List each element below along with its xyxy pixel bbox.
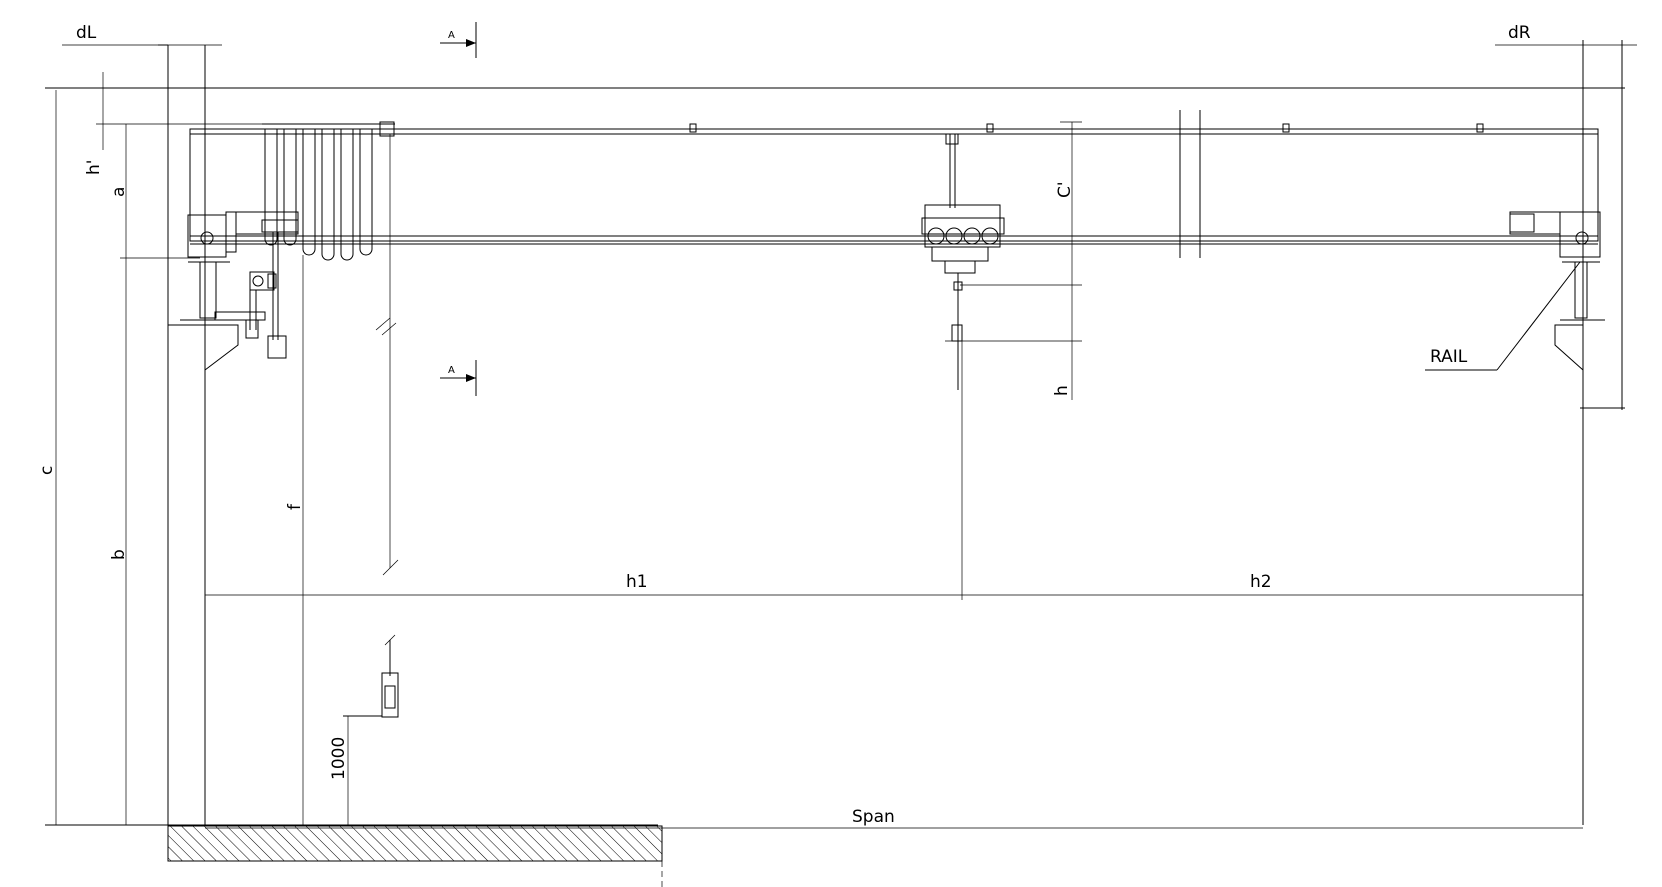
main-girder — [189, 110, 1599, 258]
dim-span: Span — [205, 807, 1583, 829]
label-f: f — [285, 503, 305, 510]
label-h: h — [1052, 385, 1072, 396]
right-end-carriage — [1509, 211, 1605, 321]
ground-hatch — [167, 825, 663, 887]
section-label-bottom: A — [448, 365, 455, 376]
label-dL: dL — [76, 23, 97, 43]
dim-1000: 1000 — [329, 716, 349, 825]
dim-dR: dR — [1495, 23, 1637, 46]
dim-c: c — [37, 90, 57, 825]
top-reference-line — [45, 87, 1625, 826]
label-c-prime: C' — [1055, 181, 1075, 198]
dim-h-prime: h' — [84, 72, 390, 175]
dim-h1-h2: h1 h2 — [205, 330, 1583, 600]
festoon-cables — [262, 121, 395, 261]
dim-h: h — [945, 285, 1082, 400]
dim-a: a — [109, 124, 200, 262]
section-label-top: A — [448, 30, 455, 41]
dim-c-prime: C' — [960, 121, 1082, 286]
pendant-control — [343, 634, 399, 718]
rail-label: RAIL — [1430, 347, 1468, 367]
label-h1: h1 — [626, 572, 648, 592]
right-column — [1554, 40, 1625, 825]
dim-f: f — [285, 255, 305, 825]
label-span: Span — [852, 807, 895, 827]
label-h2: h2 — [1250, 572, 1272, 592]
left-control-box — [245, 232, 287, 359]
label-h-prime: h' — [84, 160, 104, 175]
break-lines — [375, 134, 399, 576]
left-column — [167, 45, 239, 825]
hoist-trolley — [921, 133, 1005, 390]
left-end-carriage — [180, 211, 299, 321]
label-b: b — [109, 549, 129, 560]
label-a: a — [109, 187, 129, 197]
label-1000: 1000 — [329, 737, 349, 780]
rail-leader: RAIL — [1425, 261, 1581, 371]
dim-dL: dL — [62, 23, 222, 46]
section-mark-bottom: A — [440, 360, 477, 396]
dim-b: b — [109, 262, 129, 825]
section-mark-top: A — [440, 22, 477, 58]
label-dR: dR — [1508, 23, 1531, 43]
label-c: c — [37, 466, 57, 475]
